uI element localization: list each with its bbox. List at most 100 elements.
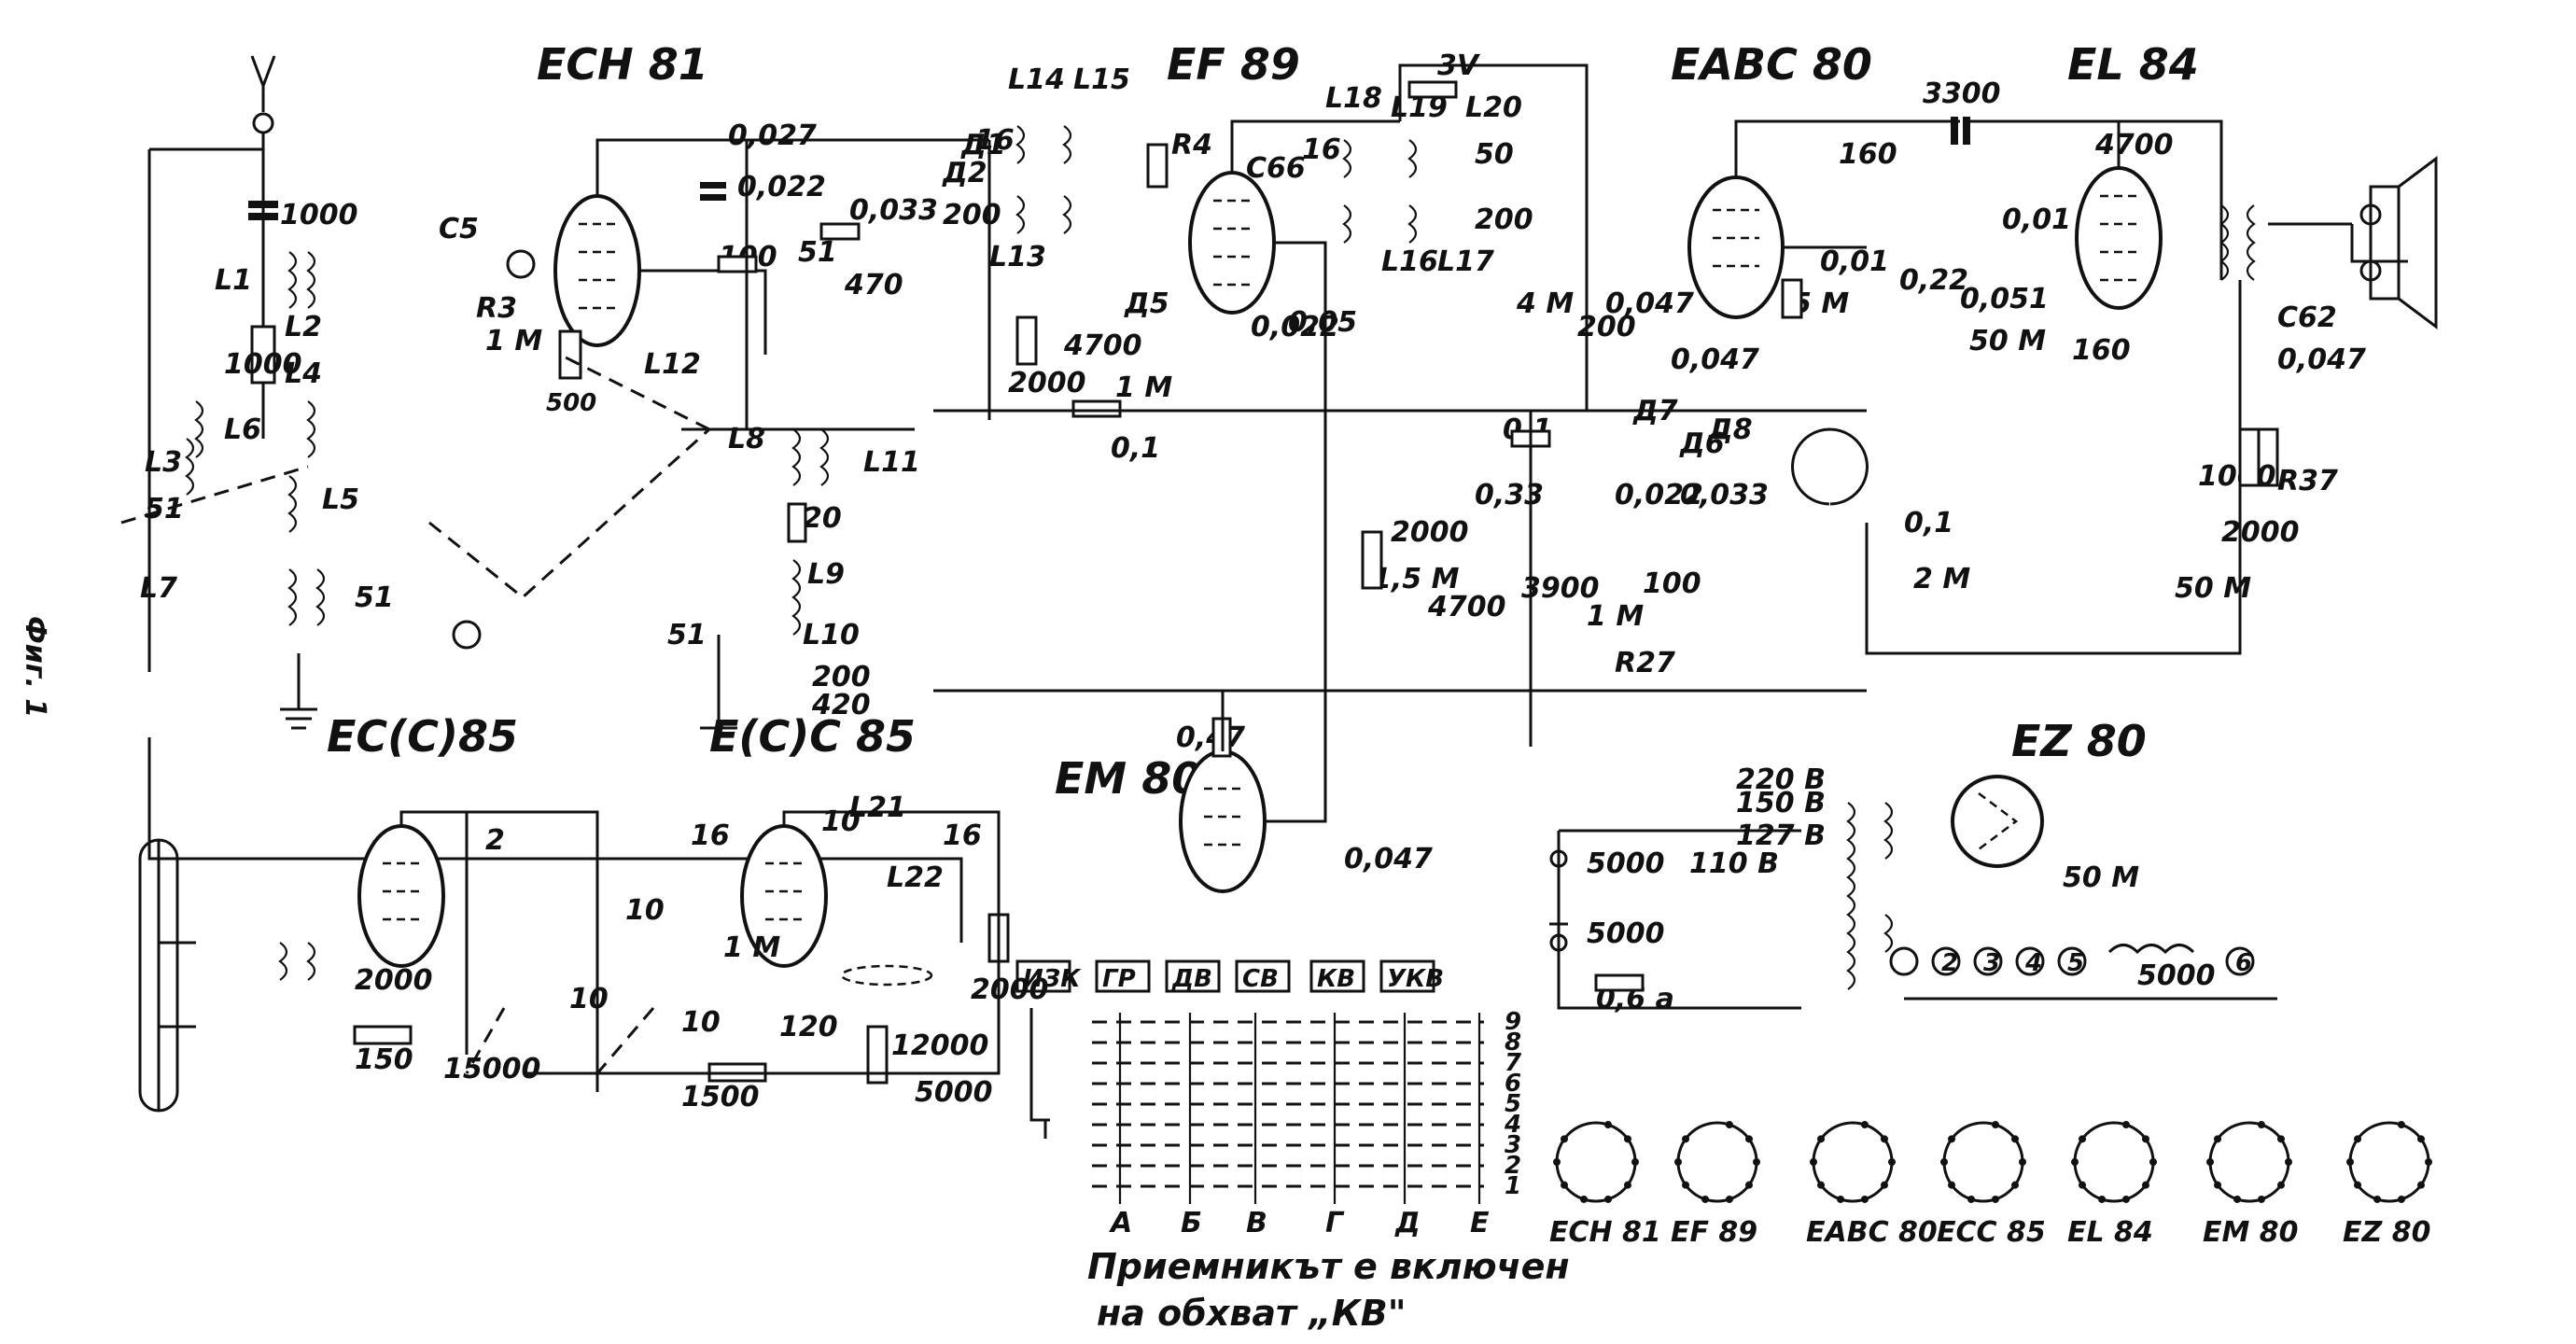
res-1000-label: 1000 xyxy=(224,348,302,381)
l16-label: L16 xyxy=(1381,245,1438,278)
tube-el84: EL 84 3300 4700 0,01 0,22 0,051 50 M 160… xyxy=(1865,39,2438,655)
switch-row-number: 9 xyxy=(1505,1008,1521,1036)
basing-diagram-label: EF 89 xyxy=(1671,1216,1757,1249)
basing-diagram: ECH 81 xyxy=(1549,1121,1661,1249)
cap-100-label: 100 xyxy=(1643,567,1701,600)
cap-51b-label: 51 xyxy=(355,581,394,614)
mains-150: 150 B xyxy=(1736,787,1826,819)
res-12000-label: 12000 xyxy=(891,1029,988,1062)
res-2000c-label: 2000 xyxy=(355,964,433,997)
ratio-detector: L18 L19 L20 3V 16 50 200 L16 L17 xyxy=(1302,49,1589,411)
cap-160-label: 160 xyxy=(1839,138,1897,171)
cap-51-label: 51 xyxy=(145,493,184,525)
switch-row-number: 2 xyxy=(1505,1152,1521,1180)
cap-0047c-label: 0,047 xyxy=(1671,343,1759,376)
res-1500-label: 1500 xyxy=(681,1081,760,1113)
r37-label: R37 xyxy=(2277,465,2338,497)
cap-0047d-label: 0,047 xyxy=(1344,843,1433,875)
cap-15000-label: 15000 xyxy=(443,1053,540,1085)
res-2000d-label: 2000 xyxy=(2221,516,2300,549)
cap-4700-label: 4700 xyxy=(1063,329,1142,362)
res-1m-label: 1 M xyxy=(1115,371,1172,404)
switch-row-number: 3 xyxy=(1505,1131,1521,1159)
cap-470-label: 470 xyxy=(844,269,903,301)
l1-label: L1 xyxy=(215,264,252,297)
d8-label: Д8 xyxy=(1707,413,1753,446)
res-022-label: 0,22 xyxy=(1899,264,1968,297)
switch-col-label: Б xyxy=(1181,1207,1202,1239)
l7-label: L7 xyxy=(140,572,177,605)
l12-label: L12 xyxy=(644,348,701,381)
cap-2-label: 2 xyxy=(485,824,505,857)
figure-side-label: Фиг. 1 xyxy=(19,616,51,718)
cap-200-label: 200 xyxy=(943,199,1001,231)
cap-4m-label: 4 M xyxy=(1516,287,1574,320)
switch-row-number: 5 xyxy=(1505,1090,1521,1118)
l6-label: L6 xyxy=(224,413,261,446)
basing-diagram-label: EL 84 xyxy=(2067,1216,2153,1249)
basing-diagram: EF 89 xyxy=(1671,1121,1760,1249)
lamp-3: 3 xyxy=(1983,949,2000,977)
tube-ech81: ECH 81 C5 R3 1 M 500 L12 0,027 0,022 100… xyxy=(428,39,989,599)
tube-em80: EM 80 0,47 0,047 xyxy=(1055,691,1433,893)
eabc80-label: EABC 80 xyxy=(1671,39,1872,90)
l11-label: L11 xyxy=(863,446,920,479)
switch-row-number: 8 xyxy=(1505,1029,1521,1057)
fm-tuner: EC(C)85 E(C)C 85 2 2000 150 15000 1500 1… xyxy=(138,711,1049,1113)
switch-col-label: Г xyxy=(1325,1207,1345,1239)
switch-tab: УКВ xyxy=(1379,959,1444,993)
basing-diagram: ECC 85 xyxy=(1937,1121,2046,1249)
cap-16-label: 16 xyxy=(975,124,1015,157)
l22-label: L22 xyxy=(887,861,944,894)
res-2m-label: 2 M xyxy=(1913,563,1970,595)
r3-1m-label: 1 M xyxy=(485,325,542,357)
cap-16d-label: 16 xyxy=(943,819,982,852)
cap-0022c-label: 0,022 xyxy=(1615,479,1703,511)
res-2000-label: 2000 xyxy=(1008,367,1086,399)
cap-200d-label: 200 xyxy=(812,661,871,693)
l20-label: L20 xyxy=(1465,91,1522,124)
cap-5000c-label: 5000 xyxy=(2137,959,2216,992)
cap-10d-label: 10 xyxy=(681,1006,721,1039)
l13-label: L13 xyxy=(989,241,1046,273)
cap-0047-label: 0,047 xyxy=(2277,343,2366,376)
l8-label: L8 xyxy=(728,423,765,455)
ef89-label: EF 89 xyxy=(1167,39,1300,90)
l10-label: L10 xyxy=(803,619,860,651)
cap-16c-label: 16 xyxy=(691,819,730,852)
mains-220: 220 B xyxy=(1736,763,1826,796)
switch-row-number: 7 xyxy=(1505,1049,1522,1077)
caption-line-1: Приемникът е включен xyxy=(1087,1246,1570,1287)
switch-row-number: 1 xyxy=(1505,1172,1521,1200)
switch-tab: ДВ xyxy=(1165,959,1221,993)
lamp-6: 6 xyxy=(2235,949,2252,977)
cap-5000d-label: 5000 xyxy=(915,1076,993,1109)
basing-diagram-label: EM 80 xyxy=(2203,1216,2299,1249)
l15-label: L15 xyxy=(1073,63,1130,96)
cap-1000-label: 1000 xyxy=(280,199,358,231)
l5-label: L5 xyxy=(322,483,359,516)
lamp-2: 2 xyxy=(1941,949,1958,977)
cap-51-label2: 51 xyxy=(798,236,837,269)
res-2000b-label: 2000 xyxy=(1391,516,1469,549)
cap-16b-label: 16 xyxy=(1302,133,1341,166)
cap-0022-label: 0,022 xyxy=(737,171,826,203)
switch-tab-label: КВ xyxy=(1317,965,1355,993)
switch-col-label: A xyxy=(1109,1207,1132,1239)
d6-label: Д6 xyxy=(1679,427,1725,460)
em80-label: EM 80 xyxy=(1055,753,1201,804)
switch-tab: ИЗК xyxy=(1015,959,1082,993)
switch-tab: КВ xyxy=(1309,959,1365,993)
cap-200c-label: 200 xyxy=(1577,311,1636,343)
basing-diagram-label: ECC 85 xyxy=(1937,1216,2046,1249)
switch-tab: СВ xyxy=(1235,959,1291,993)
res-160-label: 160 xyxy=(2072,334,2131,367)
res-1m-c-label: 1 M xyxy=(1587,600,1644,633)
antenna-input: 1000 L1 L2 1000 L4 L6 L3 L5 51 L7 51 xyxy=(120,55,963,943)
l9-label: L9 xyxy=(807,558,845,591)
basing-diagram-label: EABC 80 xyxy=(1806,1216,1938,1249)
l2-label: L2 xyxy=(285,311,322,343)
cap-50mc-label: 50 M xyxy=(2175,572,2251,605)
lamp-4: 4 xyxy=(2024,949,2042,977)
